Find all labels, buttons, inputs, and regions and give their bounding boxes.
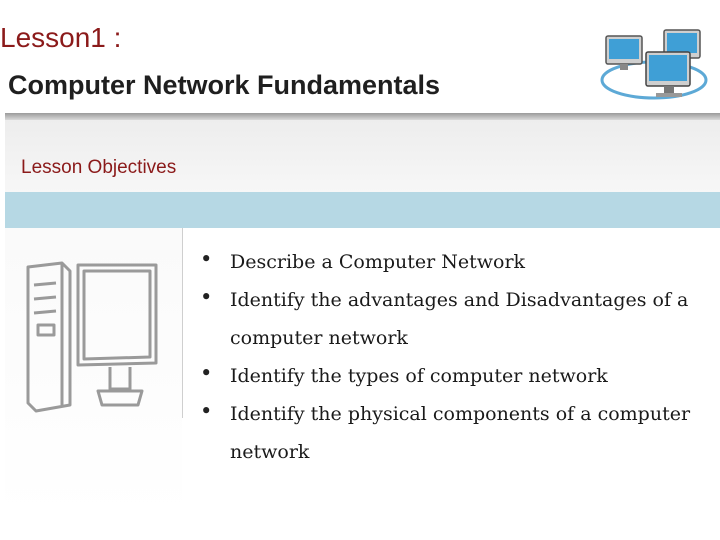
slide-title-topic: Computer Network Fundamentals — [8, 70, 441, 100]
list-item: • Describe a Computer Network — [186, 243, 716, 281]
section-heading: Lesson Objectives — [21, 157, 177, 178]
left-panel — [5, 228, 182, 518]
networked-computers-icon — [600, 29, 708, 100]
objectives-header-panel — [5, 120, 720, 192]
bullet-icon: • — [200, 247, 213, 271]
column-divider — [182, 228, 183, 418]
list-item: • Identify the types of computer network — [186, 357, 716, 395]
list-item: • Identify the advantages and Disadvanta… — [186, 281, 716, 357]
slide-title-lesson: Lesson1 : — [0, 22, 122, 53]
objective-text: Identify the types of computer network — [230, 365, 608, 387]
objective-text: Describe a Computer Network — [230, 251, 526, 273]
accent-band — [5, 192, 720, 228]
objectives-list: • Describe a Computer Network • Identify… — [186, 243, 716, 471]
objective-text: Identify the physical components of a co… — [230, 403, 691, 463]
desktop-computer-sketch-icon — [26, 261, 158, 413]
bullet-icon: • — [200, 399, 213, 423]
bullet-icon: • — [200, 361, 213, 385]
list-item: • Identify the physical components of a … — [186, 395, 716, 471]
bullet-icon: • — [200, 285, 213, 309]
header-divider — [5, 113, 720, 120]
objective-text: Identify the advantages and Disadvantage… — [230, 289, 689, 349]
